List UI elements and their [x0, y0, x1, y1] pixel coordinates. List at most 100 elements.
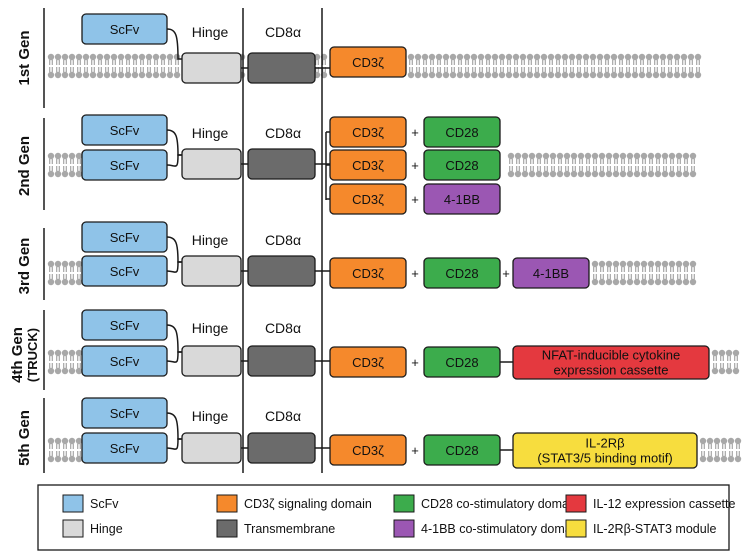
cd3z-box-gen1: CD3ζ	[329, 46, 407, 78]
cd3z-box-gen4-label: CD3ζ	[352, 355, 384, 370]
legend-item-6: Transmembrane	[216, 519, 335, 538]
legend-swatch	[565, 494, 587, 513]
lipid-bilayer-gen5-1	[47, 437, 83, 463]
cd28-box-gen3: CD28	[423, 257, 501, 289]
cd28-box-gen2-1: CD28	[423, 116, 501, 148]
scfv-box-gen2-1: ScFv	[81, 114, 168, 146]
legend-label: 4-1BB co-stimulatory domain	[421, 522, 582, 536]
cd3z-box-gen5-label: CD3ζ	[352, 443, 384, 458]
lipid-bilayer-gen2-1	[47, 152, 83, 178]
legend-label: Hinge	[90, 522, 123, 536]
cd28-box-gen3-label: CD28	[445, 266, 478, 281]
transmembrane-box-gen4	[247, 345, 316, 377]
scfv-box-gen5-2-label: ScFv	[110, 441, 140, 456]
cd3z-box-gen2-2: CD3ζ	[329, 149, 407, 181]
scfv-hinge-connector	[166, 261, 182, 273]
cd3z-box-gen3-label: CD3ζ	[352, 266, 384, 281]
generation-label-1: 1st Gen	[16, 30, 33, 85]
scfv-box-gen4-1-label: ScFv	[110, 318, 140, 333]
scfv-hinge-connector	[166, 236, 182, 263]
plus-sign-gen5: +	[411, 443, 419, 458]
plus-sign-gen4: +	[411, 355, 419, 370]
nfat-cassette-box-label-2: expression cassette	[554, 363, 669, 378]
scfv-hinge-connector	[166, 154, 182, 167]
lipid-bilayer-gen5-2	[699, 437, 742, 463]
plus-sign-gen3: +	[502, 266, 510, 281]
lipid-bilayer-gen1-1	[47, 53, 181, 79]
legend-label: Transmembrane	[244, 522, 335, 536]
legend-swatch	[62, 494, 84, 513]
plus-sign-gen2: +	[411, 125, 419, 140]
legend-frame	[37, 484, 730, 551]
domain-boxes: ScFvScFvScFvScFvScFvScFvScFvScFvScFvCD3ζ…	[81, 13, 710, 469]
legend-item-8: IL-2Rβ-STAT3 module	[565, 519, 716, 538]
lipid-bilayer-gen3-2	[591, 260, 697, 286]
legend-item-5: Hinge	[62, 519, 123, 538]
bb41-box-gen3: 4-1BB	[512, 257, 590, 289]
legend-item-7: 4-1BB co-stimulatory domain	[393, 519, 582, 538]
scfv-box-gen4-2: ScFv	[81, 345, 168, 377]
bb41-box-gen2-label: 4-1BB	[444, 192, 480, 207]
scfv-box-gen3-1-label: ScFv	[110, 230, 140, 245]
lipid-bilayer-gen2-2	[507, 152, 697, 178]
cd28-box-gen2-2: CD28	[423, 149, 501, 181]
il2rb-box-label: IL-2Rβ	[585, 436, 624, 451]
cd28-box-gen4-label: CD28	[445, 355, 478, 370]
cd8a-label-gen2: CD8α	[265, 125, 301, 141]
generation-label-3: 3rd Gen	[16, 238, 33, 295]
legend-item-1: ScFv	[62, 494, 119, 513]
generation-title: 1st Gen	[16, 30, 33, 85]
legend-swatch	[62, 519, 84, 538]
cd28-box-gen5-label: CD28	[445, 443, 478, 458]
cd3z-box-gen2-3: CD3ζ	[329, 183, 407, 215]
hinge-label-gen4: Hinge	[192, 320, 229, 336]
scfv-box-gen5-1-label: ScFv	[110, 406, 140, 421]
hinge-box-gen4	[181, 345, 242, 377]
cd3z-box-gen2-3-label: CD3ζ	[352, 192, 384, 207]
cd3z-box-gen3: CD3ζ	[329, 257, 407, 289]
scfv-box-gen2-1-label: ScFv	[110, 123, 140, 138]
scfv-box-gen1-1: ScFv	[81, 13, 168, 45]
generation-title: 3rd Gen	[16, 238, 33, 295]
scfv-hinge-connector	[166, 438, 182, 450]
legend-item-3: CD28 co-stimulatory domain	[393, 494, 579, 513]
lipid-bilayer-gen1-3	[313, 53, 328, 79]
generation-label-5: 5th Gen	[16, 410, 33, 466]
legend-swatch	[216, 519, 238, 538]
lipid-bilayers	[47, 53, 742, 463]
scfv-hinge-connector	[166, 129, 182, 156]
scfv-box-gen2-2: ScFv	[81, 149, 168, 181]
legend-item-4: IL-12 expression cassette	[565, 494, 735, 513]
legend-label: CD3ζ signaling domain	[244, 497, 372, 511]
cd8a-label-gen3: CD8α	[265, 232, 301, 248]
hinge-box-gen1	[181, 52, 242, 84]
plus-sign-gen2: +	[411, 158, 419, 173]
hinge-label-gen5: Hinge	[192, 408, 229, 424]
cd3z-box-gen2-1: CD3ζ	[329, 116, 407, 148]
legend-label: ScFv	[90, 497, 119, 511]
scfv-box-gen3-1: ScFv	[81, 221, 168, 253]
hinge-box-gen5	[181, 432, 242, 464]
scfv-hinge-connector	[166, 412, 182, 440]
hinge-label-gen3: Hinge	[192, 232, 229, 248]
plus-sign-gen2: +	[411, 192, 419, 207]
cd28-box-gen5: CD28	[423, 434, 501, 466]
legend-label: IL-2Rβ-STAT3 module	[593, 522, 716, 536]
scfv-box-gen2-2-label: ScFv	[110, 158, 140, 173]
lipid-bilayer-gen4-2	[711, 349, 740, 375]
cd3z-box-gen5: CD3ζ	[329, 434, 407, 466]
scfv-box-gen3-2: ScFv	[81, 255, 168, 287]
scfv-box-gen5-1: ScFv	[81, 397, 168, 429]
legend-item-2: CD3ζ signaling domain	[216, 494, 372, 513]
connector-lines	[43, 8, 513, 473]
cd28-box-gen2-1-label: CD28	[445, 125, 478, 140]
bb41-box-gen2: 4-1BB	[423, 183, 501, 215]
lipid-bilayer-gen3-1	[47, 260, 83, 286]
cd3z-box-gen2-1-label: CD3ζ	[352, 125, 384, 140]
cd3z-box-gen2-2-label: CD3ζ	[352, 158, 384, 173]
scfv-hinge-connector	[166, 351, 182, 363]
